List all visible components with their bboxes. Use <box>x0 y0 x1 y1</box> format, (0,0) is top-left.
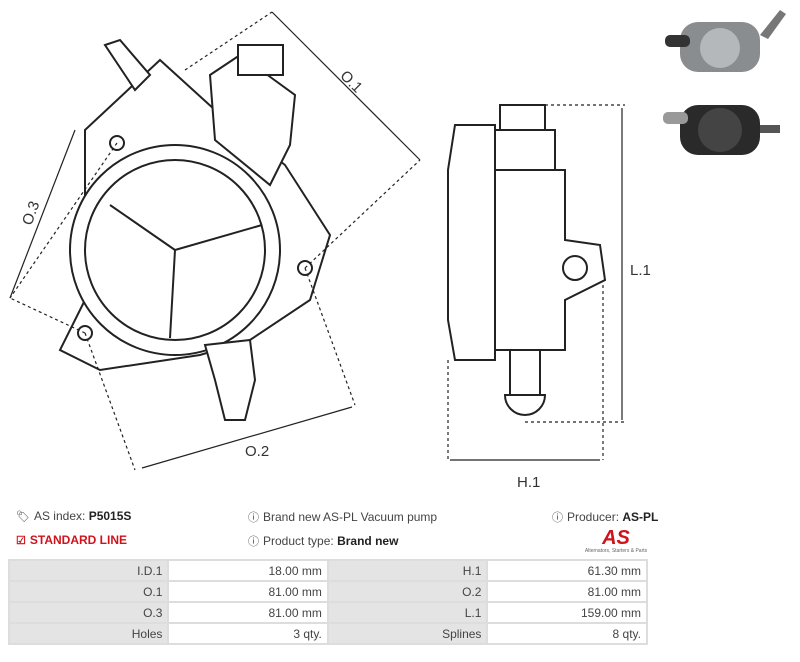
side-view <box>447 104 625 461</box>
spec-value: 81.00 mm <box>486 580 648 603</box>
spec-name: O.1 <box>7 580 170 603</box>
logo-tagline: Alternators, Starters & Parts <box>584 548 648 554</box>
product-photos <box>663 10 786 155</box>
as-index: 🏷AS index: P5015S <box>16 509 131 523</box>
label-l1: L.1 <box>630 262 651 279</box>
info-icon: ⓘ <box>248 512 259 524</box>
spec-value: 3 qty. <box>167 622 329 645</box>
spec-name: O.2 <box>326 580 489 603</box>
line-label: STANDARD LINE <box>29 533 127 547</box>
spec-value: 8 qty. <box>486 622 648 645</box>
info-icon: ⓘ <box>248 536 259 548</box>
producer-value: AS-PL <box>622 510 659 524</box>
checkbox-icon: ☑ <box>16 535 26 547</box>
spec-value: 18.00 mm <box>167 559 329 582</box>
label-h1: H.1 <box>517 474 540 491</box>
logo-mark: AS <box>602 527 630 549</box>
description: ⓘ Brand new AS-PL Vacuum pump <box>248 509 437 525</box>
spec-name: O.3 <box>7 601 170 624</box>
label-o3: O.3 <box>19 199 43 228</box>
as-index-value: P5015S <box>88 509 132 523</box>
technical-drawing: O.1 O.2 O.3 H.1 L.1 <box>9 10 786 491</box>
spec-value: 81.00 mm <box>167 601 329 624</box>
spec-name: Splines <box>326 622 489 645</box>
spec-value: 81.00 mm <box>167 580 329 603</box>
spec-name: H.1 <box>326 559 489 582</box>
product-type-value: Brand new <box>337 534 399 548</box>
producer-label: Producer: <box>567 510 620 524</box>
product-type: ⓘ Product type: Brand new <box>248 533 398 549</box>
standard-line-badge: ☑STANDARD LINE <box>16 533 127 547</box>
front-view <box>9 11 421 471</box>
tags-icon: 🏷 <box>16 511 30 523</box>
spec-value: 159.00 mm <box>486 601 648 624</box>
info-icon: ⓘ <box>552 512 563 524</box>
as-index-label: AS index: <box>33 509 86 523</box>
product-type-label: Product type: <box>263 534 334 548</box>
description-text: Brand new AS-PL Vacuum pump <box>263 510 438 524</box>
spec-name: L.1 <box>326 601 489 624</box>
spec-name: I.D.1 <box>7 559 170 582</box>
label-o1: O.1 <box>337 67 366 96</box>
spec-value: 61.30 mm <box>486 559 648 582</box>
producer: ⓘ Producer: AS-PL <box>552 509 658 525</box>
label-o2: O.2 <box>245 443 269 460</box>
spec-name: Holes <box>7 622 170 645</box>
